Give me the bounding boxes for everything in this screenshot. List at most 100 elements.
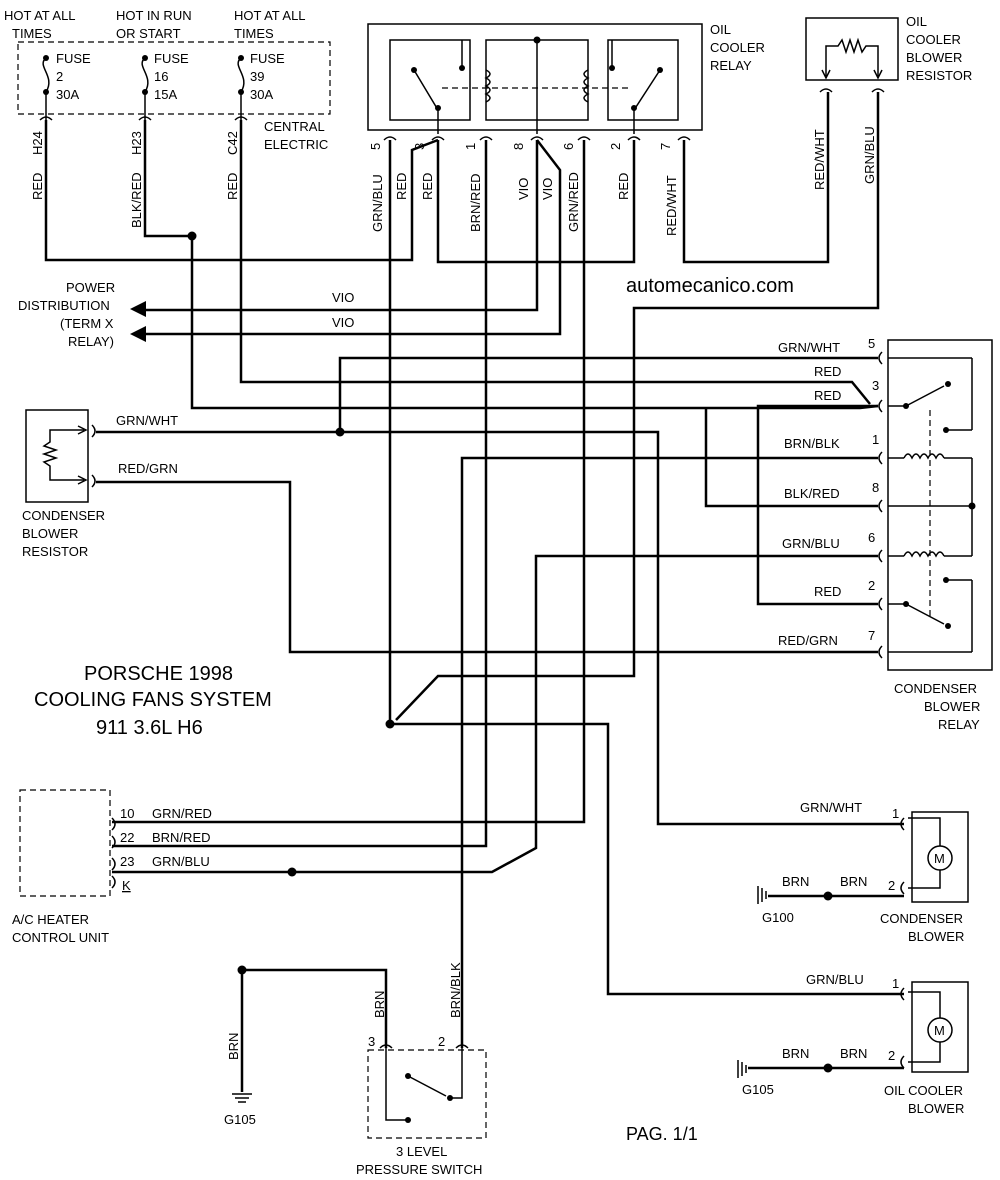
cond-relay-wire-red-3: RED (814, 584, 841, 599)
three-level-pressure-switch: 3 2 BRN BRN/BLK 3 LEVEL PRESSURE SWITCH (356, 962, 487, 1177)
oil-relay-pin-2: 2 (608, 143, 623, 150)
fuse-3-wire-color: RED (225, 173, 240, 200)
oil-relay-pin-6: 6 (561, 143, 576, 150)
condenser-motor-label-2: BLOWER (908, 929, 964, 944)
oil-resistor-label-3: BLOWER (906, 50, 962, 65)
ground-g105-left: BRN G105 (224, 965, 256, 1127)
pressure-switch-label-2: PRESSURE SWITCH (356, 1162, 482, 1177)
oil-motor-wire-brn-2: BRN (840, 1046, 867, 1061)
title-line-2: COOLING FANS SYSTEM (34, 689, 272, 711)
power-dist-label-3: (TERM X (60, 316, 114, 331)
central-electric-label-1: CENTRAL (264, 119, 325, 134)
ground-icon (737, 1060, 747, 1078)
ac-wire-grn-blu: GRN/BLU (152, 854, 210, 869)
ac-label-1: A/C HEATER (12, 912, 89, 927)
pressure-switch-pin-3: 3 (368, 1034, 375, 1049)
ac-pin-k: K (122, 878, 131, 893)
fuse-2-number: 16 (154, 69, 168, 84)
central-electric-label-2: ELECTRIC (264, 137, 328, 152)
oil-resistor-label-4: RESISTOR (906, 68, 972, 83)
condenser-motor-pin-2: 2 (888, 878, 895, 893)
condenser-motor-wire-grn-wht: GRN/WHT (800, 800, 862, 815)
title-line-1: PORSCHE 1998 (84, 663, 233, 685)
fuse-2-word: FUSE (154, 51, 189, 66)
oil-relay-wire-grn-blu: GRN/BLU (370, 174, 385, 232)
oil-relay-wire-brn-red: BRN/RED (468, 173, 483, 232)
fuse-2-header-1: HOT IN RUN (116, 8, 192, 23)
ac-heater-control-unit: 10 22 23 K GRN/RED BRN/RED GRN/BLU A/C H… (12, 789, 212, 945)
condenser-blower-resistor: CONDENSER BLOWER RESISTOR GRN/WHT RED/GR… (22, 409, 178, 559)
fuse-3-number: 39 (250, 69, 264, 84)
title-line-3: 911 3.6L H6 (96, 717, 203, 739)
condenser-resistor-label-3: RESISTOR (22, 544, 88, 559)
ac-pin-22: 22 (120, 830, 134, 845)
fuse-1-word: FUSE (56, 51, 91, 66)
oil-relay-pin-1: 1 (463, 143, 478, 150)
ac-label-2: CONTROL UNIT (12, 930, 109, 945)
oil-relay-pin-7: 7 (658, 143, 673, 150)
cond-relay-pin-2: 2 (868, 578, 875, 593)
oil-relay-wire-vio-1: VIO (516, 178, 531, 200)
fuse-2-wire-color: BLK/RED (129, 172, 144, 228)
condenser-resistor-wire-grn-wht: GRN/WHT (116, 413, 178, 428)
cond-relay-pin-5: 5 (868, 336, 875, 351)
fuse-icon (141, 55, 149, 95)
oil-relay-wire-grn-red: GRN/RED (566, 172, 581, 232)
oil-cooler-relay: OIL COOLER RELAY 5 3 1 8 6 2 7 GRN/BLU R… (367, 22, 765, 236)
fuse-1-wire-color: RED (30, 173, 45, 200)
fuse-icon (237, 55, 245, 95)
condenser-motor-wire-brn-1: BRN (782, 874, 809, 889)
ac-wire-grn-red: GRN/RED (152, 806, 212, 821)
wires (44, 92, 904, 1073)
condenser-motor-wire-brn-2: BRN (840, 874, 867, 889)
cond-relay-label-2: BLOWER (924, 699, 980, 714)
cond-relay-wire-grn-wht: GRN/WHT (778, 340, 840, 355)
power-dist-label-1: POWER (66, 280, 115, 295)
oil-relay-wire-red-2: RED (420, 173, 435, 200)
power-dist-label-2: DISTRIBUTION (18, 298, 110, 313)
oil-cooler-relay-label-2: COOLER (710, 40, 765, 55)
central-electric-fuse-box: HOT AT ALL TIMES HOT IN RUN OR START HOT… (4, 8, 331, 228)
fuse-3-header-1: HOT AT ALL (234, 8, 306, 23)
pressure-switch-pin-2: 2 (438, 1034, 445, 1049)
ac-pin-23: 23 (120, 854, 134, 869)
fuse-3-word: FUSE (250, 51, 285, 66)
page-number: PAG. 1/1 (626, 1124, 698, 1144)
oil-relay-wire-vio-2: VIO (540, 178, 555, 200)
ground-left-label: G105 (224, 1112, 256, 1127)
pressure-switch-label-1: 3 LEVEL (396, 1144, 447, 1159)
condenser-motor-pin-1: 1 (892, 806, 899, 821)
cond-relay-pin-7: 7 (868, 628, 875, 643)
oil-relay-wire-red-1: RED (394, 173, 409, 200)
ac-wire-brn-red: BRN/RED (152, 830, 211, 845)
cond-relay-wire-blk-red: BLK/RED (784, 486, 840, 501)
oil-motor-label-1: OIL COOLER (884, 1083, 963, 1098)
fuse-2-amps: 15A (154, 87, 177, 102)
oil-cooler-relay-label-3: RELAY (710, 58, 752, 73)
oil-resistor-wire-red-wht: RED/WHT (812, 129, 827, 190)
condenser-blower-relay: 5 3 1 8 6 2 7 GRN/WHT RED RED BRN/BLK BL… (778, 336, 993, 732)
ground-icon (232, 1093, 252, 1103)
cond-relay-wire-red-1: RED (814, 364, 841, 379)
fuse-3-pin: C42 (225, 131, 240, 155)
cond-relay-pin-6: 6 (868, 530, 875, 545)
condenser-motor-letter: M (934, 851, 945, 866)
oil-relay-pin-8: 8 (511, 143, 526, 150)
power-dist-wire-vio-1: VIO (332, 290, 354, 305)
cond-relay-label-1: CONDENSER (894, 681, 977, 696)
oil-motor-letter: M (934, 1023, 945, 1038)
fuse-2-pin: H23 (129, 131, 144, 155)
diagram-title: PORSCHE 1998 COOLING FANS SYSTEM 911 3.6… (34, 663, 272, 739)
cond-relay-pin-8: 8 (872, 480, 879, 495)
fuse-1-header-2: TIMES (12, 26, 52, 41)
ground-icon (757, 886, 767, 904)
cond-relay-wire-grn-blu: GRN/BLU (782, 536, 840, 551)
oil-cooler-relay-label-1: OIL (710, 22, 731, 37)
power-distribution: POWER DISTRIBUTION (TERM X RELAY) VIO VI… (18, 280, 354, 349)
cond-relay-label-3: RELAY (938, 717, 980, 732)
oil-motor-pin-1: 1 (892, 976, 899, 991)
pressure-switch-wire-brn: BRN (372, 991, 387, 1018)
condenser-resistor-label-1: CONDENSER (22, 508, 105, 523)
condenser-blower-motor: M 1 2 GRN/WHT BRN BRN G100 CONDENSER BLO… (757, 800, 969, 944)
oil-resistor-label-1: OIL (906, 14, 927, 29)
